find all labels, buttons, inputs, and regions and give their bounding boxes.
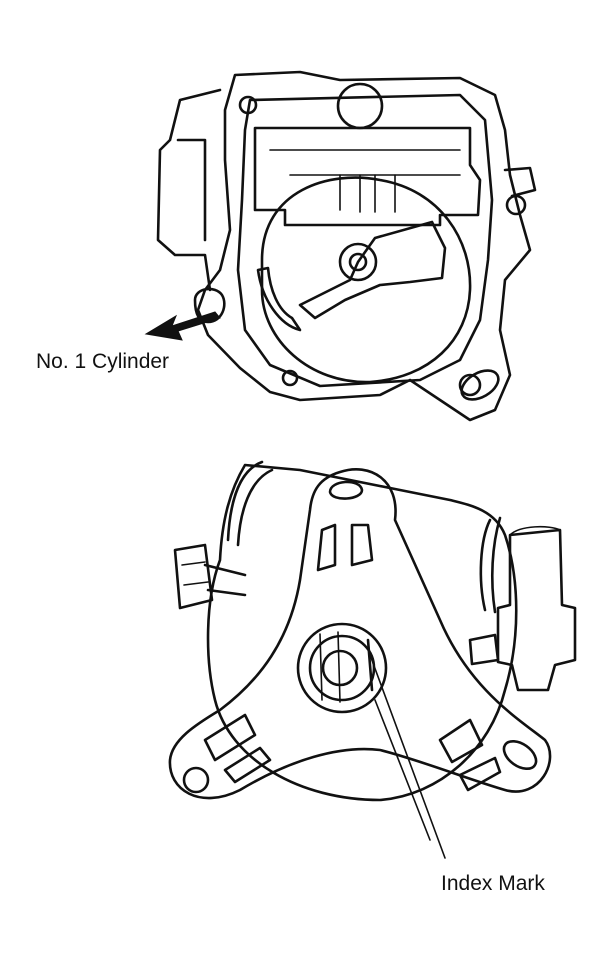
distributor-bottom-view: [168, 460, 577, 859]
distributor-top-view: [144, 70, 537, 422]
no1-cylinder-label: No. 1 Cylinder: [36, 350, 170, 373]
cylinder-arrow: [144, 311, 221, 341]
index-mark-label: Index Mark: [441, 872, 545, 895]
index-mark-leader: [369, 654, 446, 859]
